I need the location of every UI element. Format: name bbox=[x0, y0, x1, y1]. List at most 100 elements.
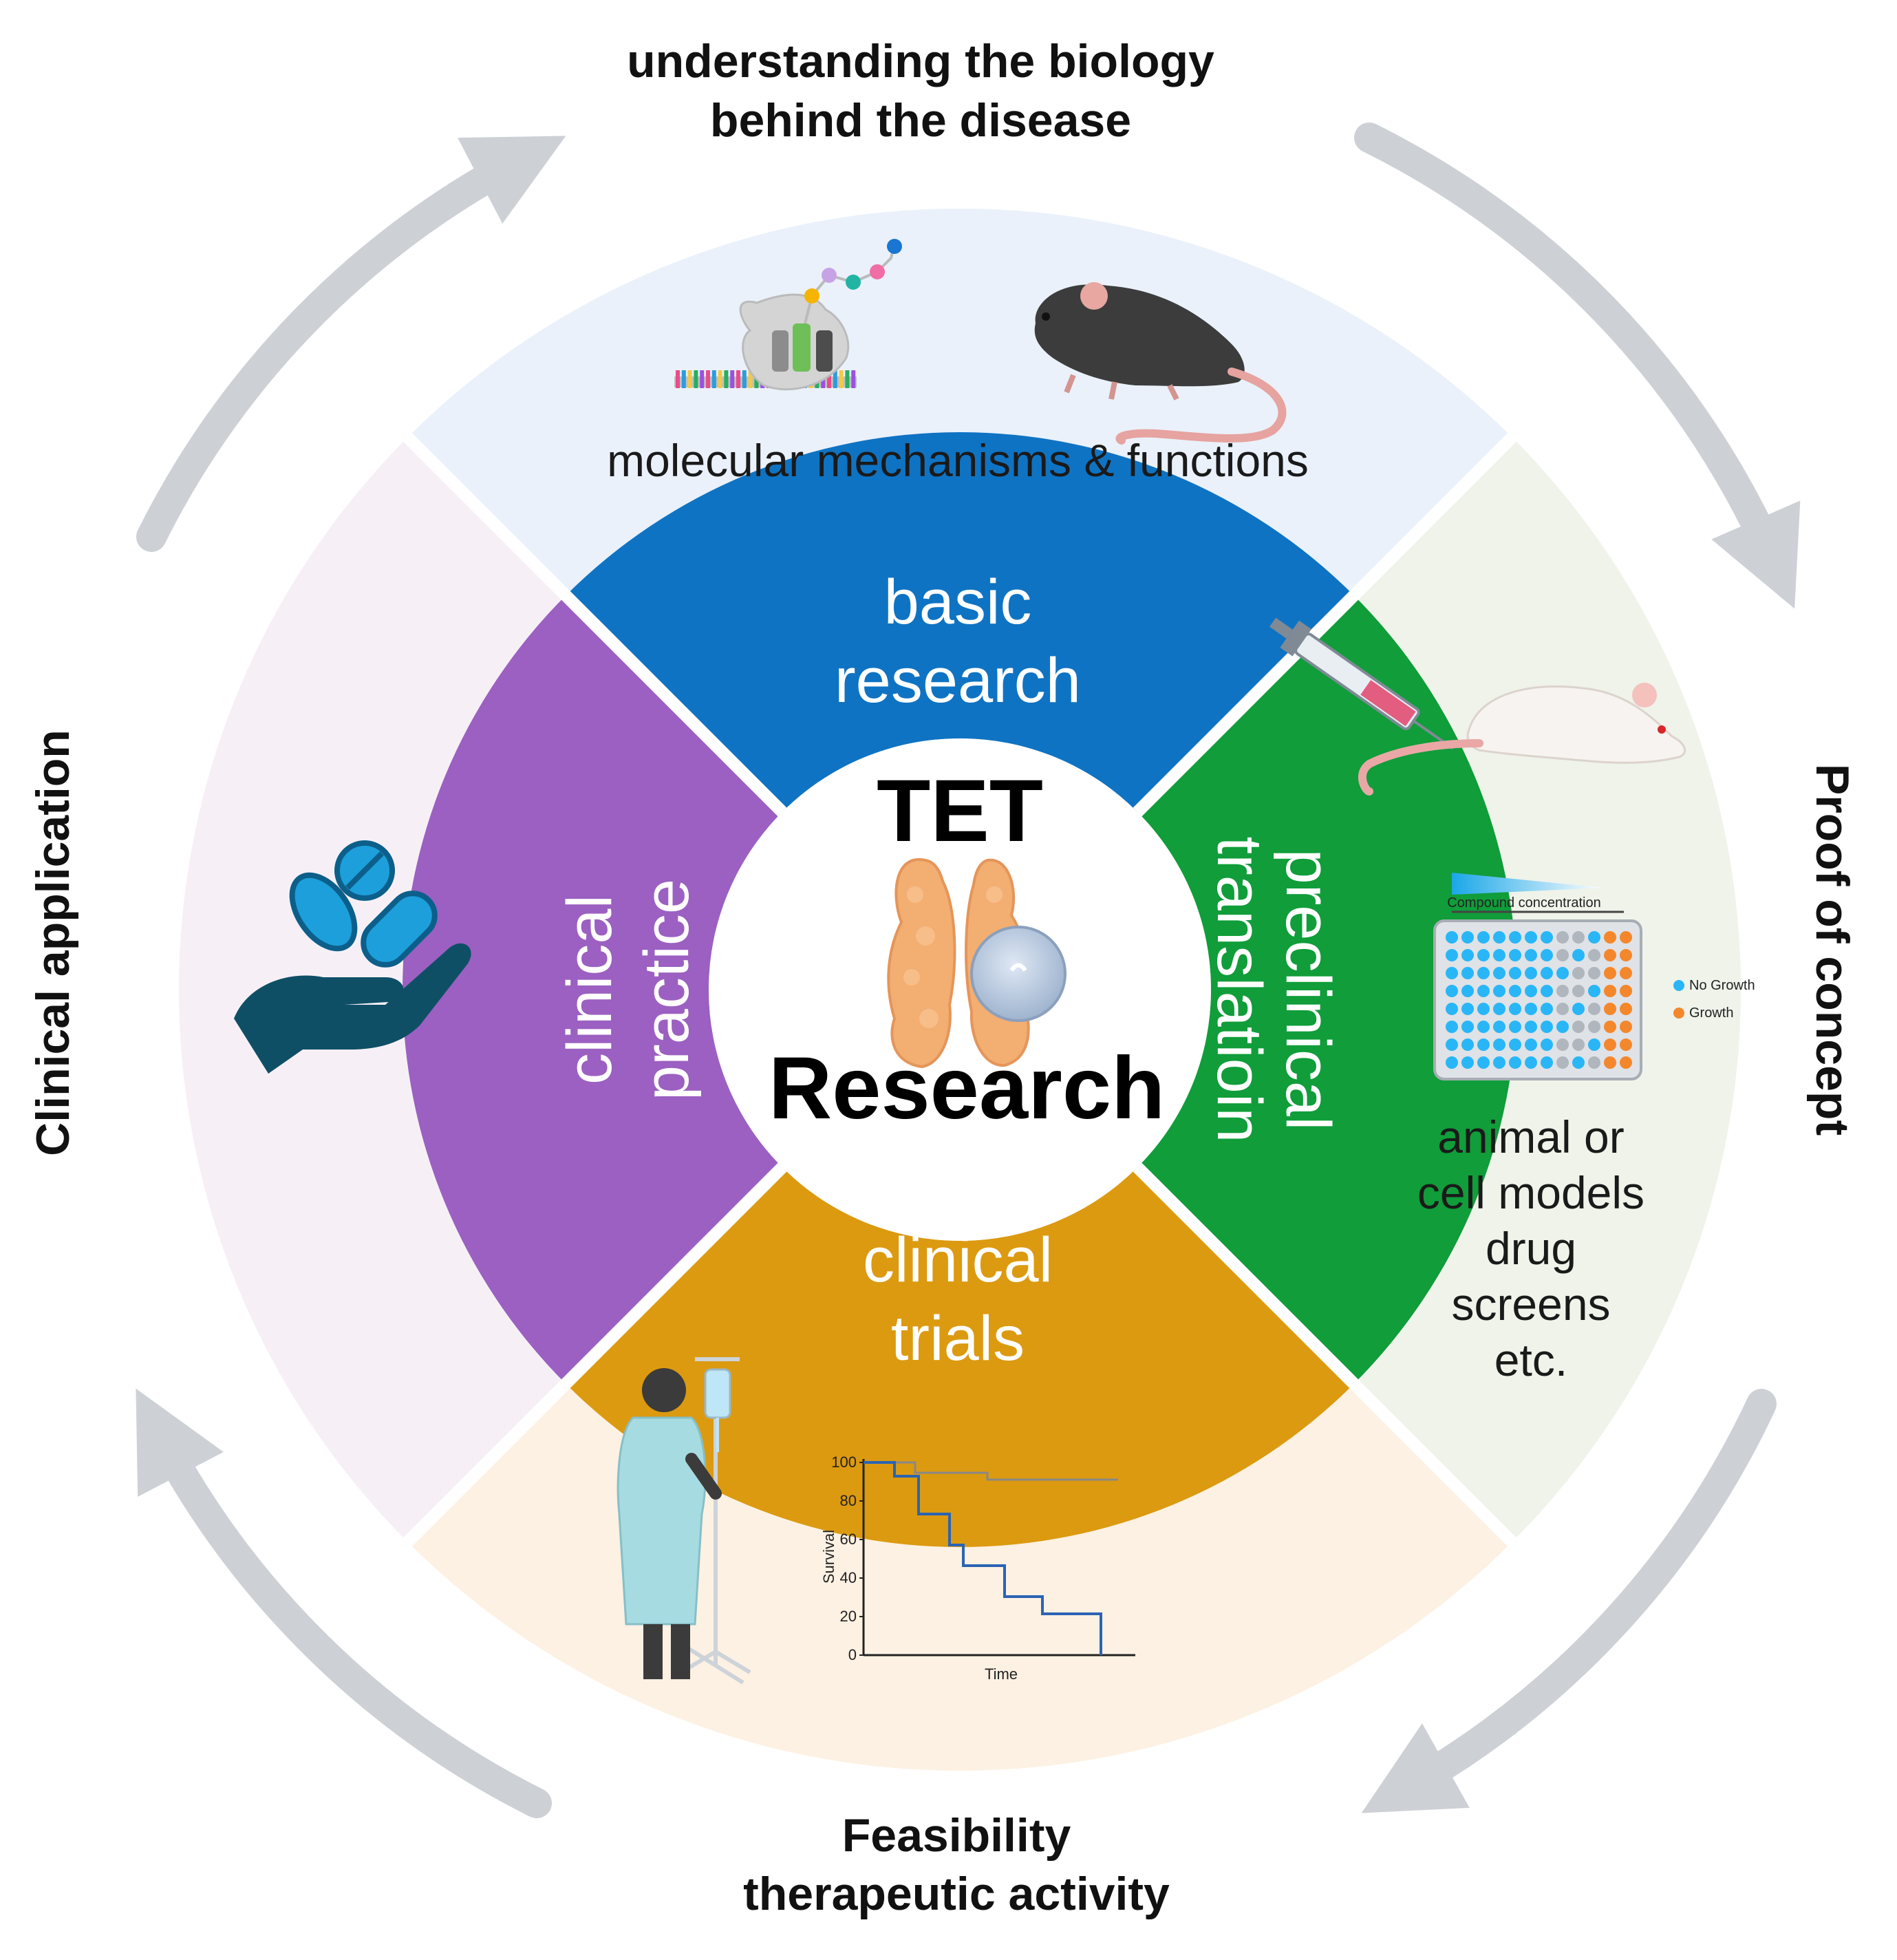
ring-label-clinical-trials-2: trials bbox=[891, 1303, 1025, 1374]
dna-base-pair bbox=[845, 370, 850, 388]
plate-well bbox=[1620, 985, 1632, 997]
plate-well bbox=[1620, 1021, 1632, 1033]
plate-well bbox=[1556, 1038, 1569, 1051]
ring-label-research: research bbox=[835, 646, 1081, 716]
well-plate-icon: Compound concentration No Growth Growth bbox=[1433, 873, 1755, 1080]
plate-well bbox=[1509, 931, 1521, 944]
survival-ytick: 40 bbox=[840, 1569, 857, 1586]
plate-well bbox=[1493, 1021, 1505, 1033]
plate-well bbox=[1477, 931, 1490, 944]
plate-well bbox=[1541, 1056, 1553, 1069]
separators bbox=[400, 430, 1519, 1549]
plate-well bbox=[1556, 1021, 1569, 1033]
plate-well bbox=[1556, 985, 1569, 997]
survival-ylabel: Survival bbox=[820, 1530, 837, 1584]
plate-well bbox=[1493, 1003, 1505, 1015]
plate-well bbox=[1572, 949, 1585, 961]
plate-well bbox=[1509, 1038, 1521, 1051]
plate-well bbox=[1588, 949, 1600, 961]
plate-well bbox=[1446, 931, 1458, 944]
plate-well bbox=[1541, 949, 1553, 961]
plate-well bbox=[1620, 1056, 1632, 1069]
plate-well bbox=[1446, 1056, 1458, 1069]
plate-well bbox=[1604, 967, 1616, 979]
plate-well bbox=[1509, 967, 1521, 979]
arrow-top-right bbox=[1354, 122, 1801, 609]
caption-right-line-3: drug bbox=[1486, 1223, 1576, 1274]
arrow-bottom-left bbox=[136, 1388, 552, 1818]
dna-base-pair bbox=[706, 370, 710, 388]
dna-base-pair bbox=[718, 370, 722, 388]
plate-well bbox=[1477, 1056, 1490, 1069]
plate-well bbox=[1541, 967, 1553, 979]
plate-well bbox=[1604, 985, 1616, 997]
dna-base-pair bbox=[851, 370, 856, 388]
dna-base-pair bbox=[700, 370, 705, 388]
survival-ytick: 0 bbox=[848, 1646, 857, 1663]
plate-well bbox=[1541, 1038, 1553, 1051]
dna-base-pair bbox=[724, 370, 729, 388]
plate-well bbox=[1572, 1056, 1585, 1069]
ring-clinical-practice bbox=[403, 595, 782, 1384]
plate-well bbox=[1541, 931, 1553, 944]
plate-well bbox=[1556, 967, 1569, 979]
plate-well bbox=[1525, 967, 1537, 979]
syringe-icon bbox=[1269, 617, 1454, 750]
center-title-research: Research bbox=[769, 1039, 1165, 1138]
plate-well bbox=[1461, 1056, 1474, 1069]
dna-base-pair bbox=[681, 370, 686, 388]
dna-base-pair bbox=[694, 370, 698, 388]
outer-label-bottom-1: Feasibility bbox=[842, 1809, 1071, 1862]
caption-right-line-4: screens bbox=[1451, 1279, 1610, 1330]
plate-well bbox=[1446, 949, 1458, 961]
ring-label-basic: basic bbox=[884, 567, 1032, 637]
plate-well bbox=[1620, 949, 1632, 961]
outer-label-bottom-2: therapeutic activity bbox=[743, 1868, 1170, 1920]
arrow-top-left bbox=[136, 136, 566, 552]
plate-well bbox=[1572, 967, 1585, 979]
plate-well bbox=[1572, 1021, 1585, 1033]
plate-well bbox=[1446, 1021, 1458, 1033]
dna-protein-complex-icon bbox=[674, 239, 902, 391]
plate-well bbox=[1556, 949, 1569, 961]
plate-well bbox=[1477, 985, 1490, 997]
dna-base-pair bbox=[839, 370, 844, 388]
dna-base-pair bbox=[833, 370, 837, 388]
plate-well bbox=[1525, 1003, 1537, 1015]
survival-xlabel: Time bbox=[985, 1665, 1018, 1683]
plate-well bbox=[1588, 1003, 1600, 1015]
caption-right-line-2: cell models bbox=[1417, 1167, 1644, 1218]
plate-well bbox=[1541, 1003, 1553, 1015]
plate-well bbox=[1509, 985, 1521, 997]
plate-well bbox=[1446, 1038, 1458, 1051]
plate-well bbox=[1446, 967, 1458, 979]
lab-mouse-icon bbox=[1358, 683, 1686, 796]
plate-well bbox=[1620, 1038, 1632, 1051]
plate-well bbox=[1493, 1038, 1505, 1051]
plate-well bbox=[1477, 1021, 1490, 1033]
plate-well bbox=[1477, 1003, 1490, 1015]
plate-well bbox=[1588, 931, 1600, 944]
caption-right-block: animal or cell models drug screens etc. bbox=[1417, 1111, 1644, 1385]
survival-ytick: 20 bbox=[840, 1608, 857, 1625]
plate-well bbox=[1620, 931, 1632, 944]
plate-well bbox=[1493, 967, 1505, 979]
plate-well bbox=[1541, 985, 1553, 997]
plate-well bbox=[1493, 931, 1505, 944]
plate-well bbox=[1461, 1021, 1474, 1033]
ring-label-clinical-practice-1: clinical bbox=[555, 895, 625, 1085]
plate-well bbox=[1446, 1003, 1458, 1015]
plate-well bbox=[1477, 949, 1490, 961]
ring-basic-research bbox=[566, 432, 1354, 812]
dna-base-pair bbox=[736, 370, 740, 388]
outer-label-top-2: behind the disease bbox=[710, 94, 1131, 147]
plate-well bbox=[1461, 1003, 1474, 1015]
inner-ring bbox=[403, 432, 1517, 1547]
ring-label-clinical-trials-1: clinical bbox=[863, 1225, 1053, 1295]
plate-well bbox=[1604, 1038, 1616, 1051]
plate-header: Compound concentration bbox=[1447, 895, 1600, 910]
center-circle bbox=[709, 738, 1211, 1241]
plate-well bbox=[1493, 949, 1505, 961]
plate-well bbox=[1509, 1003, 1521, 1015]
plate-well bbox=[1461, 985, 1474, 997]
